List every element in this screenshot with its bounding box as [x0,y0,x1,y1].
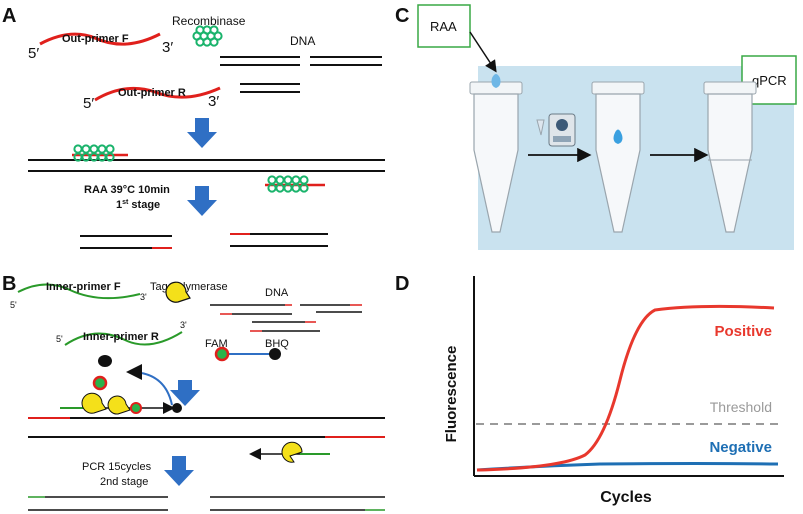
recombinase-icon [192,25,223,47]
step-arrow-a2 [187,186,217,216]
panel-b: B Inner-primer F 5' 3' Tag polymerase DN… [2,273,385,511]
out-primer-r-label: Out-primer R [118,87,186,99]
instrument-icon [536,113,576,147]
dna-fragments-b [210,304,362,332]
template-strands-b [28,417,385,438]
raa-box [417,4,471,48]
dna-strands-a2 [28,159,385,172]
polymerase-on-strand-2-icon [107,395,131,415]
recombinase-bound-f-icon [73,144,115,162]
inner-primer-f-label: Inner-primer F [46,281,121,293]
fam-dye-icon [214,346,230,362]
panel-d: D Fluorescence Cycles Threshold Negative… [395,273,784,506]
out-primer-f-strand [39,32,161,46]
released-fam-icon [92,375,108,391]
inner-primer-f-3prime: 3' [140,292,147,302]
step-arrow-b1 [170,380,200,406]
stage2-line1: PCR 15cycles [82,461,152,473]
dna-label-a: DNA [290,34,315,48]
panel-label-c: C [395,5,409,27]
inner-primer-r-label: Inner-primer R [83,331,159,343]
stage1-line1: RAA 39°C 10min [84,184,170,196]
step-arrow-a1 [187,118,217,148]
polymerase-on-strand-1-icon [81,392,107,414]
negative-label: Negative [709,439,772,456]
inner-primer-f-5prime: 5' [10,300,17,310]
tube-2-icon [591,81,645,233]
y-axis-label: Fluorescence [443,346,460,443]
inner-primer-f-strand [17,283,141,300]
raa-label: RAA [430,19,457,34]
amplicons-a [80,233,328,249]
panel-c: C RAA qPCR [395,4,797,250]
probe-on-strand-fam-icon [130,402,142,414]
stage1-line2: 1st stage [116,199,160,211]
amplicons-b [28,496,385,511]
out-primer-r-5prime: 5′ [83,95,94,112]
inner-primer-r-strand [64,331,183,346]
tube-1-icon [469,74,523,233]
positive-curve [476,304,775,472]
out-primer-f-label: Out-primer F [62,33,129,45]
qpcr-label: qPCR [752,73,787,88]
out-primer-r-strand [94,86,221,102]
bhq-quencher-icon [269,348,281,360]
tag-polymerase-icon [165,281,191,303]
tag-polymerase-label: Tag polymerase [150,281,228,293]
step-arrow-b2 [164,456,194,486]
inner-primer-r-5prime: 5' [56,334,63,344]
out-primer-r-3prime: 3′ [208,93,219,110]
raa-pointer [469,31,497,73]
out-primer-f-5prime: 5′ [28,45,39,62]
inner-primer-r-3prime: 3' [180,320,187,330]
release-arrow [126,364,173,406]
dna-strands-a [220,56,382,93]
dna-label-b: DNA [265,287,289,299]
panel-a: A Out-primer F 5′ 3′ Recombinase DNA Out… [2,5,385,249]
panel-label-a: A [2,5,16,27]
bhq-label: BHQ [265,338,289,350]
out-primer-f-3prime: 3′ [162,39,173,56]
panel-label-d: D [395,273,409,295]
panel-label-b: B [2,273,16,295]
stage2-line2: 2nd stage [100,476,148,488]
x-axis-label: Cycles [600,489,652,506]
probe-on-strand-bhq-icon [172,403,182,413]
tube-3-icon [703,81,757,233]
threshold-label: Threshold [710,399,772,415]
positive-label: Positive [714,323,772,340]
recombinase-label: Recombinase [172,14,246,28]
polymerase-reverse-icon [281,441,303,463]
released-quencher-icon [98,355,112,367]
